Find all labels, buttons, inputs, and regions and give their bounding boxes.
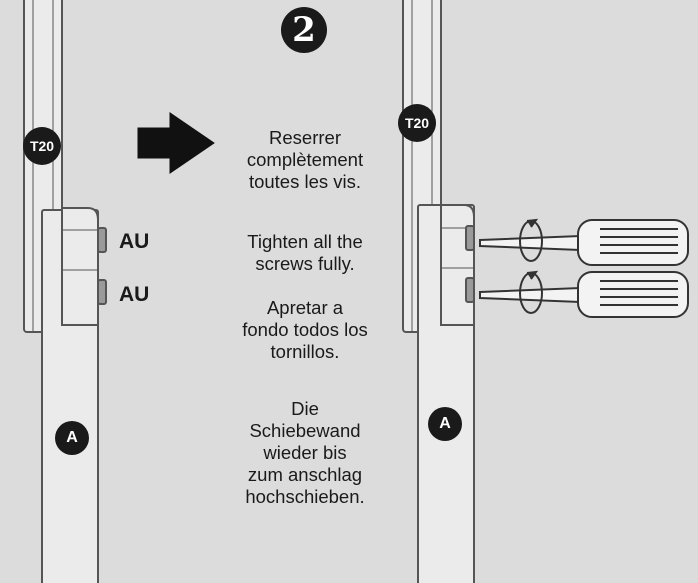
instruction-spanish: Apretar a fondo todos los tornillos. [242,297,368,362]
instruction-french: Reserrer complètement toutes les vis. [246,127,364,192]
left-screw-top [97,227,107,253]
right-screw-bottom [465,277,475,303]
au-label-top: AU [119,230,150,253]
au-label-bottom: AU [119,283,150,306]
instruction-german: Die Schiebewand wieder bis zum anschlag … [245,398,365,507]
left-panel-illustration [23,0,107,583]
t20-badge-left: T20 [23,127,61,165]
t20-badge-right: T20 [398,104,436,142]
step-number-badge: 2 [281,7,327,53]
instruction-english: Tighten all the screws fully. [247,231,363,274]
arrow-right-icon [137,112,215,174]
right-clamp-bracket [440,204,475,326]
left-clamp-bracket [61,207,99,326]
a-badge-right: A [428,407,462,441]
right-panel-illustration [402,0,475,583]
a-badge-left: A [55,421,89,455]
screwdriver-icon [479,219,689,318]
left-screw-bottom [97,279,107,305]
rotation-arrow-icon [519,218,543,314]
right-screw-top [465,225,475,251]
